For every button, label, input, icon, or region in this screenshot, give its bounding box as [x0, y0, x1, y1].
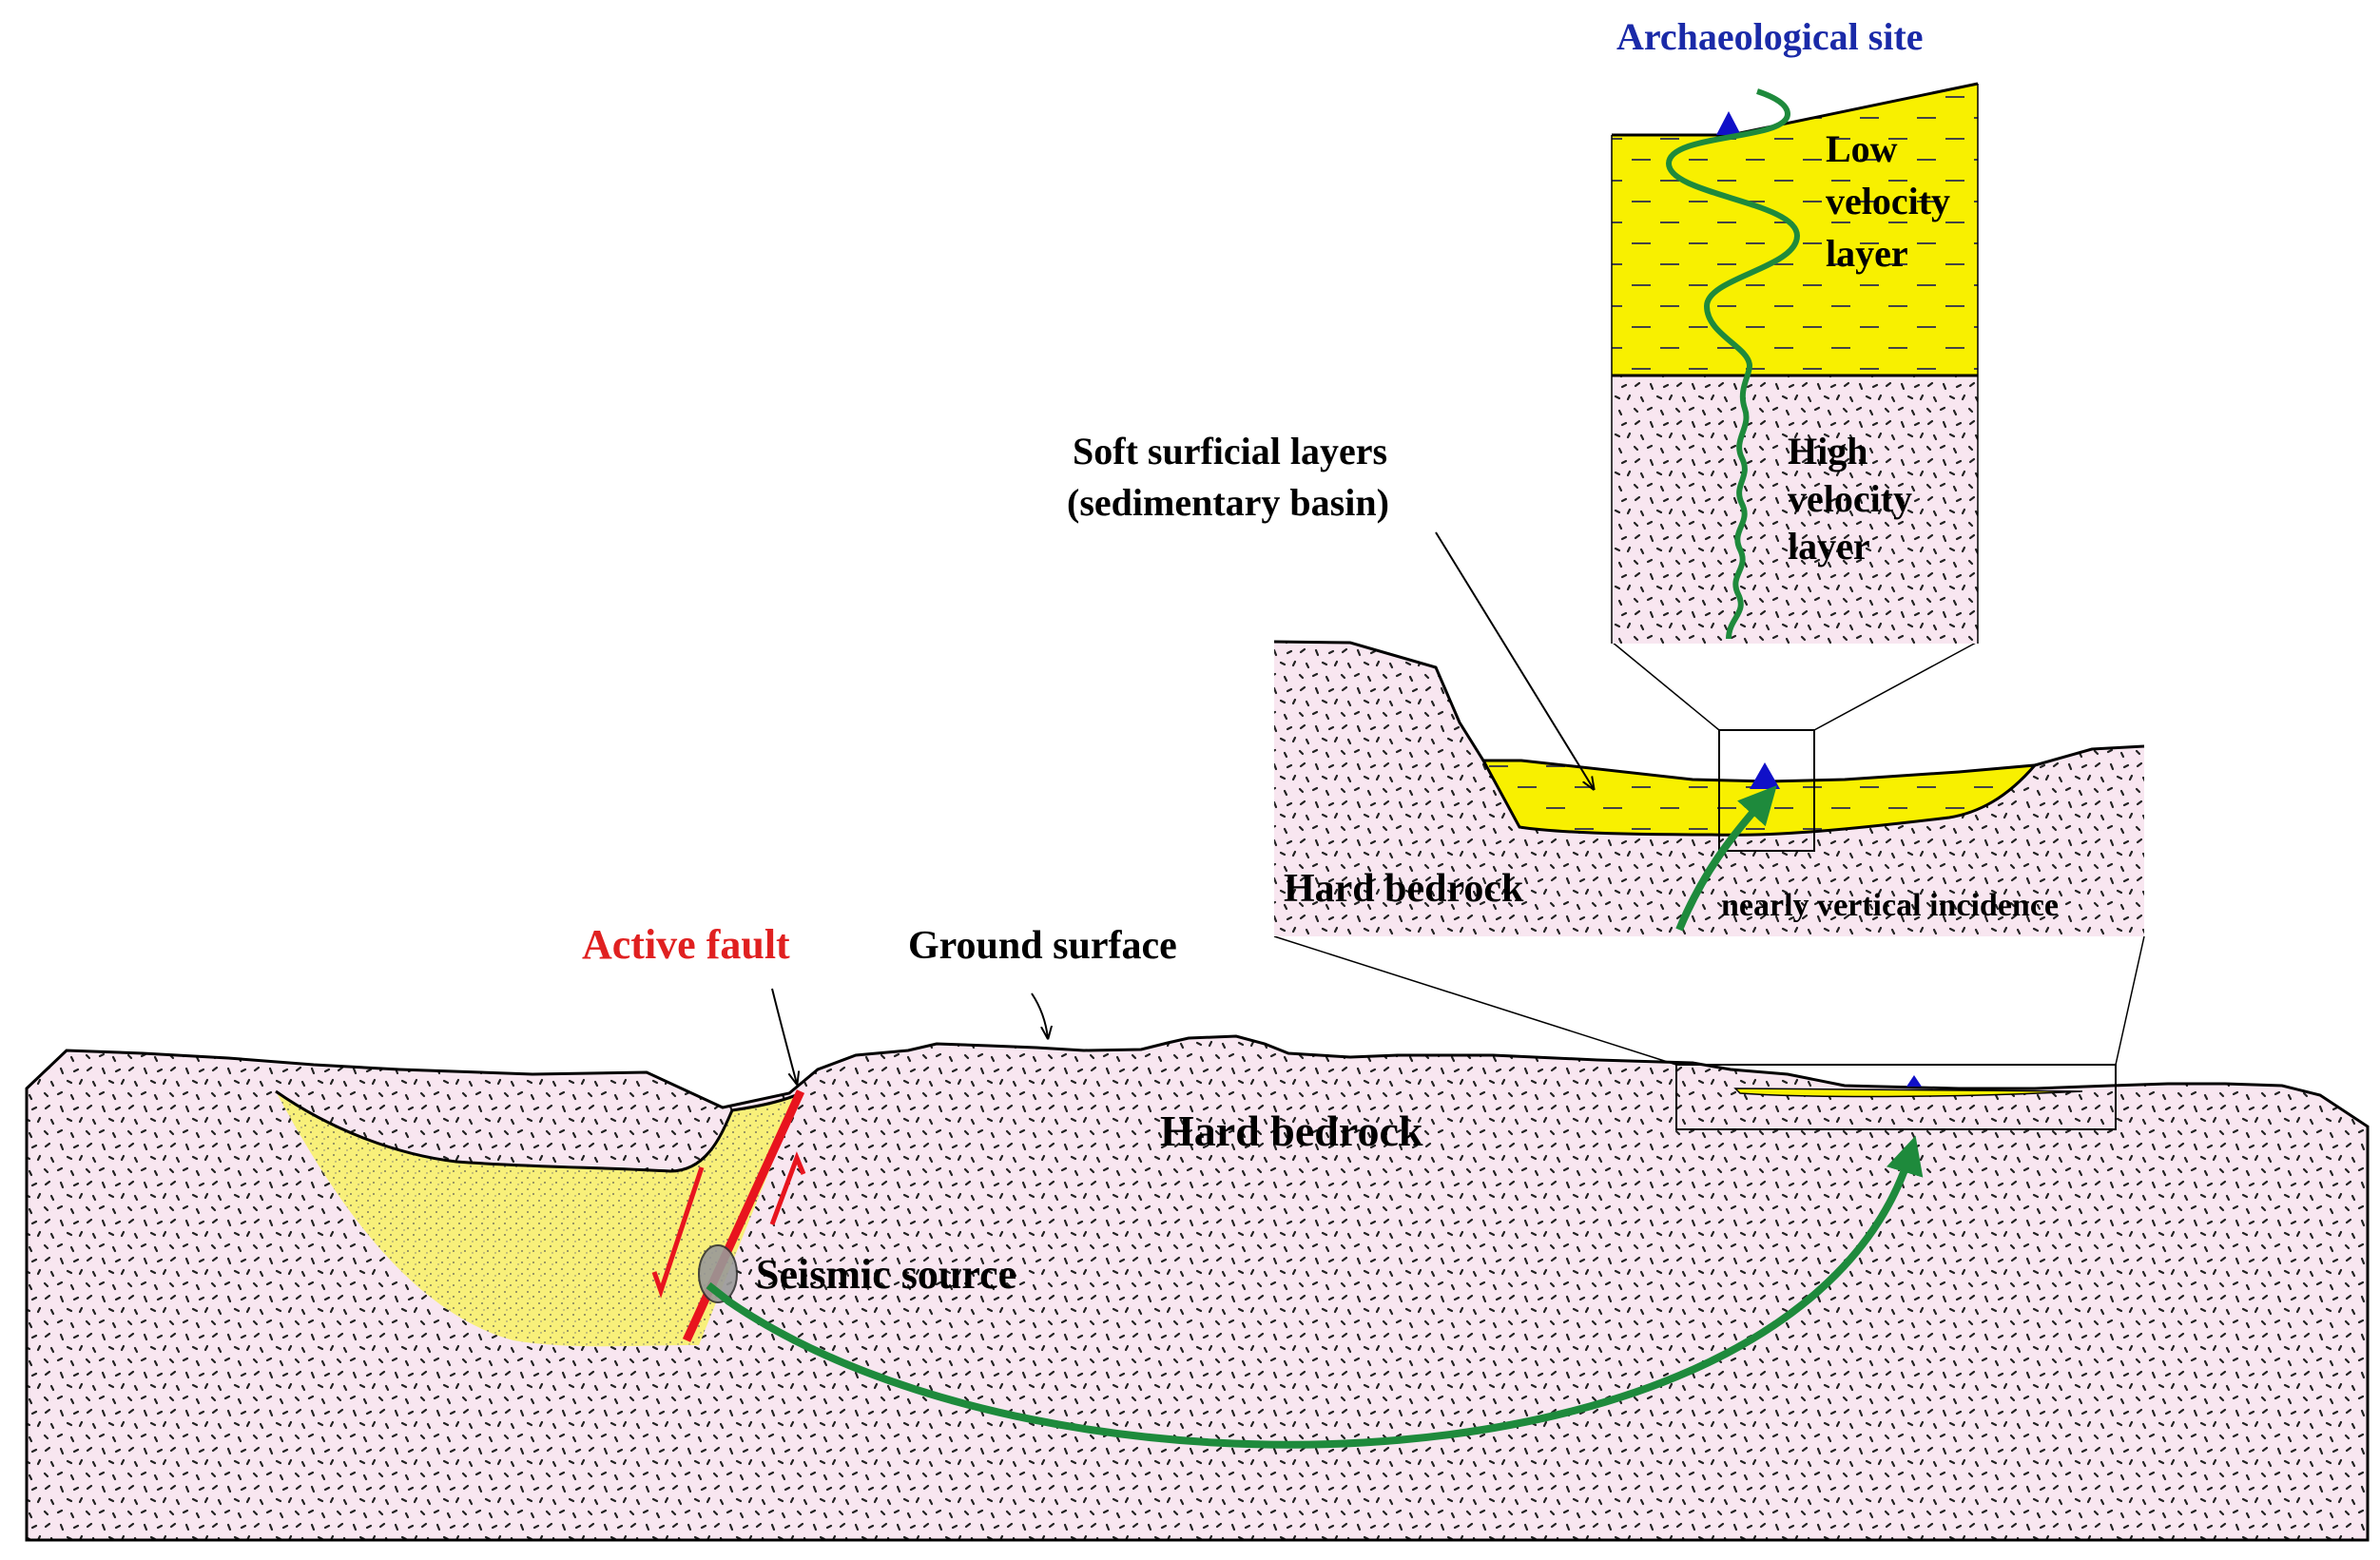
high-velocity-label-3: layer [1788, 525, 1870, 568]
soft-layers-label-1: Soft surficial layers [1073, 430, 1387, 472]
soft-layers-label-2: (sedimentary basin) [1067, 481, 1389, 524]
wave-path-top [1665, 88, 1801, 640]
main-cross-section [25, 935, 2370, 1542]
active-fault-pointer [771, 988, 797, 1084]
wave-path-tail [706, 1281, 733, 1306]
vertical-incidence-label: nearly vertical incidence [1721, 888, 2059, 923]
zoom-box-inset [1718, 729, 1815, 852]
archaeological-site-label: Archaeological site [1616, 15, 1924, 58]
low-velocity-label-1: Low [1826, 127, 1898, 170]
hard-bedrock-main-label: Hard bedrock [1160, 1107, 1423, 1155]
wave-path-main [725, 1135, 1924, 1449]
zoom-connector-right [2115, 935, 2145, 1066]
high-velocity-layer [1612, 376, 1978, 644]
active-fault-line [682, 1089, 805, 1342]
fault-slip-arrow-down [651, 1166, 705, 1299]
site-marker-top [1716, 111, 1741, 135]
zoom-connector-top-left [1611, 641, 1720, 731]
wave-path-inset [1675, 785, 1777, 932]
low-velocity-label-2: velocity [1826, 180, 1950, 222]
basin-inset [1273, 531, 2145, 936]
hard-bedrock-inset-label: Hard bedrock [1284, 867, 1524, 911]
soft-layers-pointer [1435, 531, 1594, 789]
basin-small [1733, 1088, 2083, 1098]
high-velocity-label-2: velocity [1788, 477, 1912, 520]
zoom-connector-left [1273, 935, 1677, 1066]
seismic-source-label: Seismic source [756, 1251, 1016, 1298]
ground-surface-pointer [1031, 992, 1048, 1038]
high-velocity-label-1: High [1788, 430, 1867, 472]
sedimentary-basin-main [276, 1091, 801, 1347]
zoom-connector-top-right [1813, 641, 1979, 731]
bedrock-main [25, 1034, 2370, 1542]
site-marker-small [1906, 1075, 1922, 1087]
active-fault-label: Active fault [582, 921, 790, 968]
layer-inset [1611, 82, 1979, 644]
site-marker-inset [1750, 762, 1780, 789]
low-velocity-label-3: layer [1826, 232, 1908, 275]
fault-slip-arrow-up [769, 1151, 806, 1225]
ground-surface-label: Ground surface [908, 924, 1177, 968]
zoom-box-main [1675, 1064, 2117, 1130]
